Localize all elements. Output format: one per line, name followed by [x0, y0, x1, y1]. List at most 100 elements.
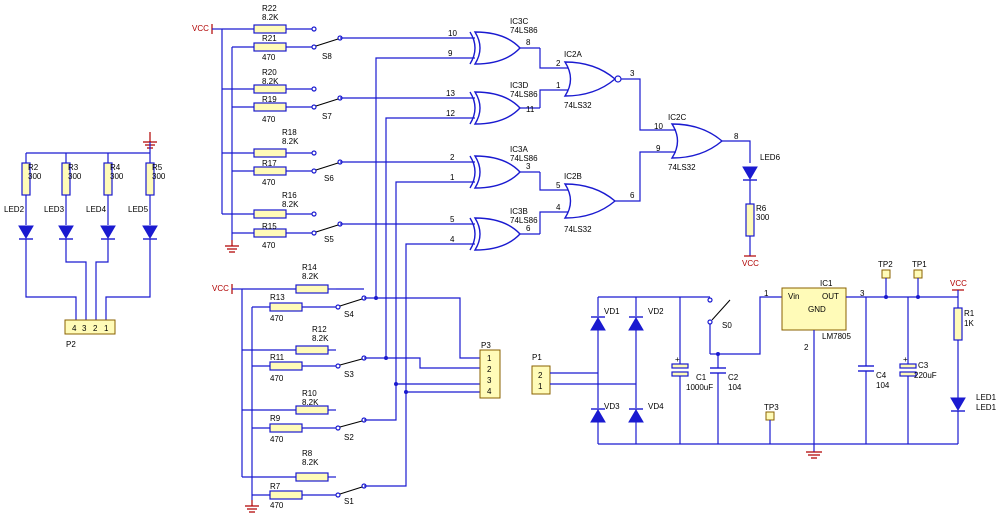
c1-value: 1000uF [686, 383, 713, 392]
r21-label: R21 [262, 34, 277, 43]
led1-diode [950, 397, 966, 411]
r9-value: 470 [270, 435, 284, 444]
s0-label: S0 [722, 321, 732, 330]
upper-switch-bank: VCC R22 8.2K R21 470 S8 R20 8.2K R19 [192, 4, 343, 253]
ic1-vin: Vin [788, 292, 799, 301]
vcc-label-led6: VCC [742, 259, 759, 268]
r11-label: R11 [270, 353, 285, 362]
r19-value: 470 [262, 115, 276, 124]
connector-p3 [479, 349, 501, 399]
ic3b-name: IC3B [510, 207, 528, 216]
r22-value: 8.2K [262, 13, 279, 22]
r17-label: R17 [262, 159, 277, 168]
resistor-r7 [269, 490, 303, 500]
p1-pin-2: 2 [538, 371, 543, 380]
or-gate-ic2c: IC2C 74LS32 10 9 8 [654, 113, 739, 172]
r15-label: R15 [262, 222, 277, 231]
resistor-r18 [253, 148, 287, 158]
r21-value: 470 [262, 53, 276, 62]
ic1-out: OUT [822, 292, 839, 301]
r12-label: R12 [312, 325, 327, 334]
p2-pin-4: 4 [72, 324, 77, 333]
r4-label: R4 [110, 163, 121, 172]
ic3a-name: IC3A [510, 145, 528, 154]
ic1-type: LM7805 [822, 332, 851, 341]
r2-label: R2 [28, 163, 39, 172]
r7-value: 470 [270, 501, 284, 510]
ic3b-pin-a: 5 [450, 215, 455, 224]
ic2b-pin-a: 5 [556, 181, 561, 190]
p1-label: P1 [532, 353, 542, 362]
tp1-label: TP1 [912, 260, 927, 269]
ic3b-pin-b: 4 [450, 235, 455, 244]
resistor-r22 [253, 24, 287, 34]
lower-switch-bank: VCC R14 8.2K R13 470 S4 R12 8.2K R11 [212, 263, 367, 513]
vd1-label: VD1 [604, 307, 620, 316]
ic1-pin-2: 2 [804, 343, 809, 352]
r12-value: 8.2K [312, 334, 329, 343]
ic3c-pin-b: 9 [448, 49, 453, 58]
ic3a-pin-out: 3 [526, 162, 531, 171]
ic3d-pin-b: 12 [446, 109, 455, 118]
r16-value: 8.2K [282, 200, 299, 209]
r6-label: R6 [756, 204, 767, 213]
resistor-r16 [253, 209, 287, 219]
xor-gates: IC3C 74LS86 10 9 8 IC3D 74LS86 13 12 11 … [446, 17, 540, 251]
vcc-label-power: VCC [950, 279, 967, 288]
resistor-r8 [295, 472, 329, 482]
resistor-r19 [253, 102, 287, 112]
or-gate-ic2b: IC2B 74LS32 5 4 6 [556, 172, 635, 234]
ic3d-pin-a: 13 [446, 89, 455, 98]
ic2c-type: 74LS32 [668, 163, 696, 172]
resistor-r21 [253, 42, 287, 52]
ic2a-name: IC2A [564, 50, 582, 59]
r8-label: R8 [302, 449, 313, 458]
p2-pin-3: 3 [82, 324, 87, 333]
led2-diode [18, 225, 34, 239]
s2-label: S2 [344, 433, 354, 442]
xor-gate-ic3c: IC3C 74LS86 10 9 8 [448, 17, 540, 65]
ground-symbol-top-bank [225, 240, 239, 253]
r20-value: 8.2K [262, 77, 279, 86]
r15-value: 470 [262, 241, 276, 250]
ic3c-type: 74LS86 [510, 26, 538, 35]
ic3a-type: 74LS86 [510, 154, 538, 163]
p2-pin-1: 1 [104, 324, 109, 333]
r13-label: R13 [270, 293, 285, 302]
p3-pin-2: 2 [487, 365, 492, 374]
or-gates: IC2A 74LS32 2 1 3 IC2B 74LS32 5 4 6 IC2C… [539, 48, 781, 268]
tp2-label: TP2 [878, 260, 893, 269]
ground-symbol-bottom-bank [245, 500, 259, 513]
p3-pin-4: 4 [487, 387, 492, 396]
resistor-r17 [253, 166, 287, 176]
led-bank: R2 300 R3 300 R4 300 R5 300 LED2 LED3 LE… [4, 132, 166, 349]
r10-label: R10 [302, 389, 317, 398]
r20-label: R20 [262, 68, 277, 77]
resistor-r13 [269, 302, 303, 312]
led1-label-a: LED1 [976, 393, 997, 402]
c4-value: 104 [876, 381, 890, 390]
ic3d-name: IC3D [510, 81, 528, 90]
r19-label: R19 [262, 95, 277, 104]
tp1-pad [913, 269, 923, 279]
ic2c-name: IC2C [668, 113, 686, 122]
c1-label: C1 [696, 373, 707, 382]
c2-label: C2 [728, 373, 739, 382]
c1-plate-bottom [671, 371, 689, 377]
c3-value: 220uF [914, 371, 937, 380]
p1-pin-1: 1 [538, 382, 543, 391]
r16-label: R16 [282, 191, 297, 200]
s1-label: S1 [344, 497, 354, 506]
tp2-pad [881, 269, 891, 279]
ic2a-pin-b: 1 [556, 81, 561, 90]
resistor-r14 [295, 284, 329, 294]
ic3c-pin-out: 8 [526, 38, 531, 47]
ic1-pin-1: 1 [764, 289, 769, 298]
led2-label: LED2 [4, 205, 25, 214]
r1-value: 1K [964, 319, 974, 328]
signal-routing: 1 2 3 4 P3 [340, 37, 501, 487]
p2-label: P2 [66, 340, 76, 349]
r17-value: 470 [262, 178, 276, 187]
r3-label: R3 [68, 163, 79, 172]
